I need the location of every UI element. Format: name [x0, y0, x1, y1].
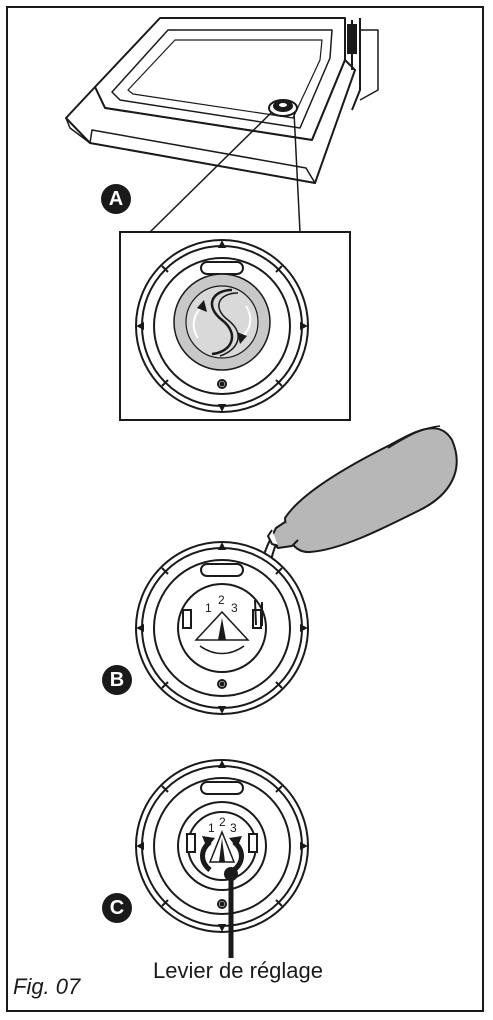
lever-caption: Levier de réglage [153, 958, 324, 983]
figure-frame [6, 6, 484, 1012]
dispenser-cap-adjust [135, 759, 309, 933]
dishwasher-door [65, 17, 379, 184]
dial-number-2: 2 [218, 593, 225, 607]
figure-label: Fig. 07 [13, 974, 81, 999]
dispenser-cap-open [135, 541, 309, 715]
step-badge-c: C [102, 893, 132, 923]
dial-numbers-b: 1 2 3 [205, 593, 238, 615]
dispenser-cap-closed [135, 239, 309, 413]
step-badge-a: A [101, 184, 131, 214]
dial-number-3: 3 [230, 821, 237, 835]
dial-number-1: 1 [205, 601, 212, 615]
dial-number-3: 3 [231, 601, 238, 615]
leader-lines [149, 111, 301, 233]
step-badge-b: B [102, 665, 132, 695]
dial-number-2: 2 [219, 815, 226, 829]
dial-numbers-c: 1 2 3 [208, 815, 237, 835]
dial-number-1: 1 [208, 821, 215, 835]
rinse-aid-bottle [254, 425, 458, 603]
lever-callout [224, 867, 238, 958]
